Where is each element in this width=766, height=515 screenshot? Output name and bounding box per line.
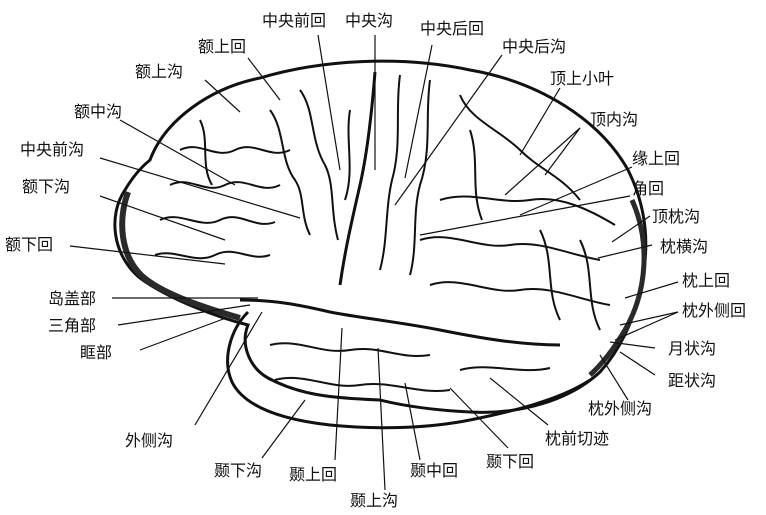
label-lunate-sulcus: 月状沟	[668, 340, 716, 358]
label-supramarginal-gyrus: 缘上回	[632, 150, 680, 168]
label-superior-occipital-gyrus: 枕上回	[682, 272, 730, 290]
label-intraparietal-sulcus: 顶内沟	[590, 111, 638, 129]
label-inferior-frontal-gyrus: 额下回	[5, 236, 53, 254]
label-lateral-occipital-sulcus: 枕外侧沟	[588, 400, 652, 418]
label-superior-temporal-gyrus: 颞上回	[289, 466, 337, 484]
label-angular-gyrus: 角回	[632, 180, 664, 198]
label-inferior-temporal-gyrus: 颞下回	[486, 453, 534, 471]
label-opercular-part: 岛盖部	[48, 290, 96, 308]
label-lateral-sulcus: 外侧沟	[125, 432, 173, 450]
label-inferior-frontal-sulcus: 额下沟	[22, 178, 70, 196]
label-superior-frontal-gyrus: 额上回	[198, 38, 246, 56]
label-middle-temporal-gyrus: 颞中回	[410, 462, 458, 480]
label-triangular-part: 三角部	[48, 317, 96, 335]
label-calcarine-sulcus: 距状沟	[668, 372, 716, 390]
label-orbital-part: 眶部	[80, 344, 112, 362]
label-middle-frontal-sulcus: 额中沟	[74, 103, 122, 121]
label-central-sulcus: 中央沟	[345, 12, 393, 30]
label-preoccipital-notch: 枕前切迹	[545, 430, 609, 448]
label-superior-temporal-sulcus: 颞上沟	[350, 492, 398, 510]
label-precentral-gyrus: 中央前回	[262, 12, 326, 30]
label-inferior-temporal-sulcus: 颞下沟	[214, 462, 262, 480]
label-lateral-occipital-gyrus: 枕外侧回	[682, 302, 746, 320]
cerebrum-outline	[115, 61, 646, 412]
label-precentral-sulcus: 中央前沟	[20, 141, 84, 159]
label-transverse-occipital-sulcus: 枕横沟	[660, 238, 708, 256]
label-postcentral-gyrus: 中央后回	[420, 20, 484, 38]
label-postcentral-sulcus: 中央后沟	[502, 38, 566, 56]
label-superior-parietal-lobule: 顶上小叶	[550, 70, 614, 88]
label-parieto-occipital-sulcus: 顶枕沟	[652, 208, 700, 226]
label-superior-frontal-sulcus: 额上沟	[135, 63, 183, 81]
